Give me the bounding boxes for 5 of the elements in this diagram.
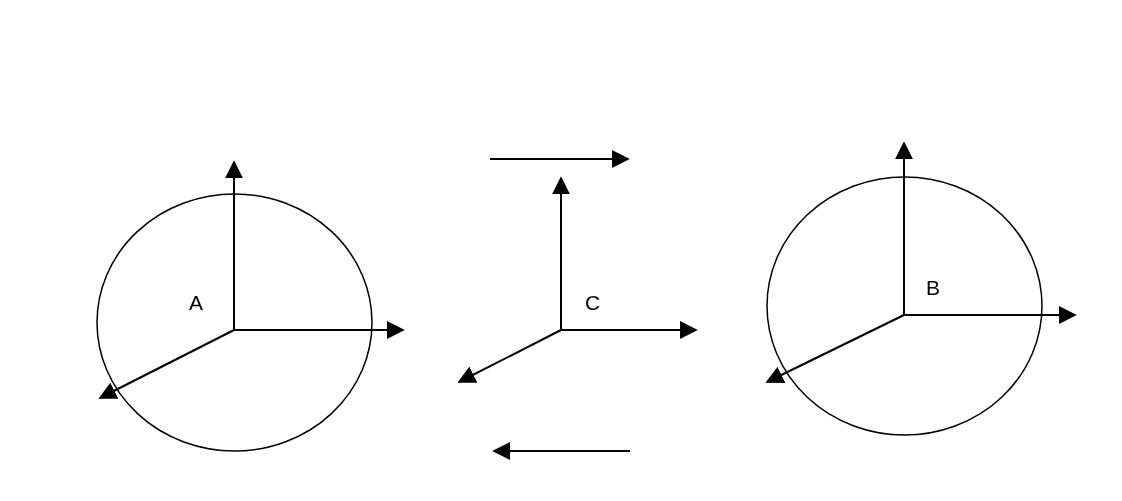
circle bbox=[96, 193, 373, 452]
frame-label: A bbox=[189, 292, 203, 313]
frame-label: C bbox=[585, 292, 601, 313]
circle bbox=[766, 176, 1043, 436]
frame-label: B bbox=[926, 277, 940, 298]
